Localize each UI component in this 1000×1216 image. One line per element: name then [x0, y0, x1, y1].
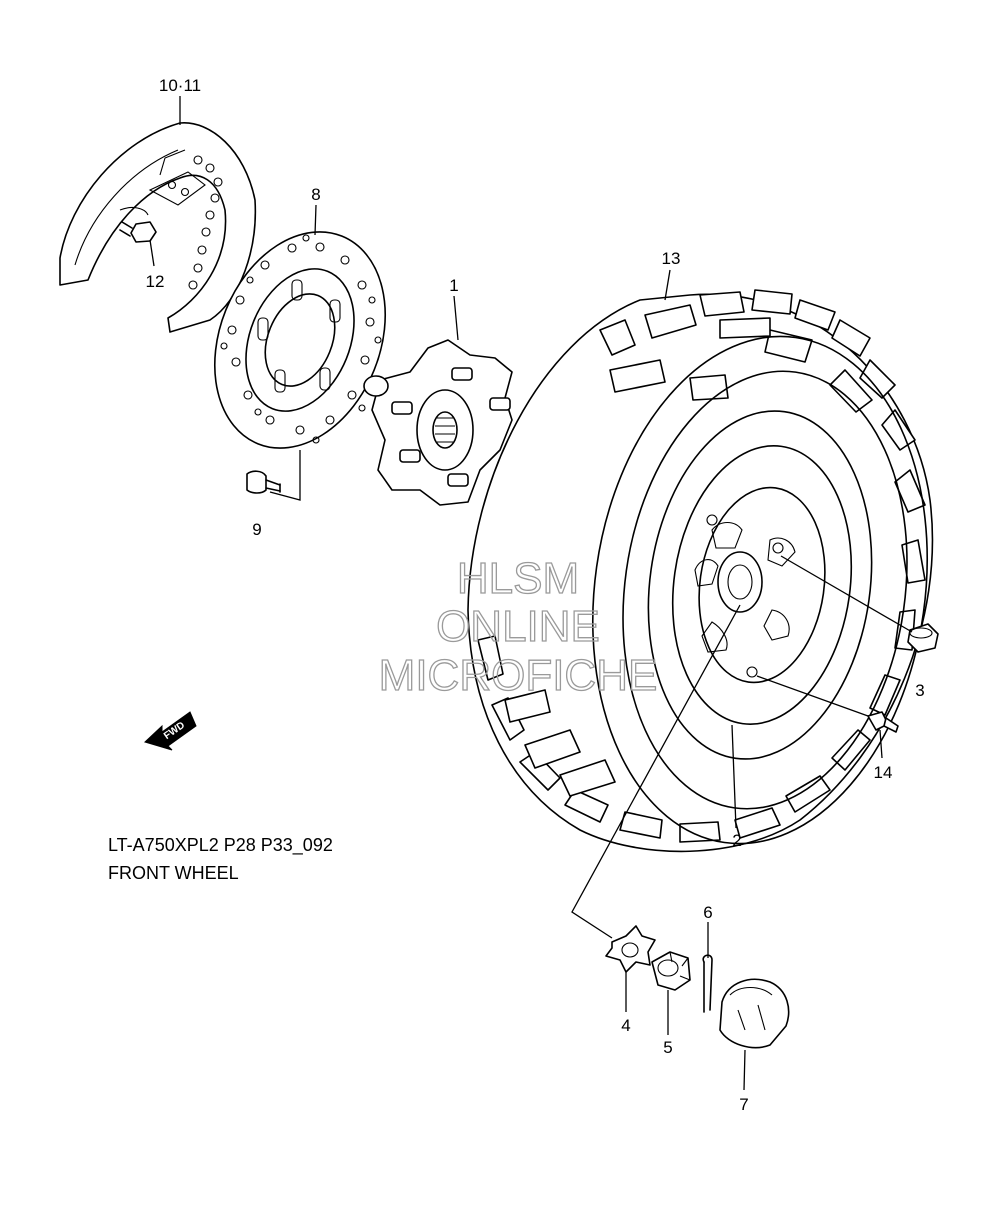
cotter-pin-6: [702, 954, 713, 1013]
callout-5: 5: [663, 1038, 672, 1057]
forward-arrow-icon: FWD: [144, 711, 197, 751]
bolt-9: [246, 470, 281, 494]
brake-disc-cover: [59, 122, 257, 333]
callout-12: 12: [146, 272, 165, 291]
callout-1: 1: [449, 276, 458, 295]
callouts: 10·11 12 8 9 1 13 3 14 2 6 4 5 7: [146, 76, 925, 1114]
callout-8: 8: [311, 185, 320, 204]
watermark-line2: ONLINE: [436, 602, 600, 651]
castle-nut-5: [651, 951, 691, 991]
callout-14: 14: [874, 763, 893, 782]
callout-4: 4: [621, 1016, 630, 1035]
wheel-hub: [363, 339, 513, 506]
watermark-line1: HLSM: [457, 554, 579, 603]
diagram-title: FRONT WHEEL: [108, 863, 239, 883]
hub-cap-7: [719, 978, 790, 1049]
callout-13: 13: [662, 249, 681, 268]
wheel-nut-3: [907, 623, 939, 653]
diagram-caption: LT-A750XPL2 P28 P33_092 FRONT WHEEL: [108, 835, 333, 883]
watermark: HLSM ONLINE MICROFICHE: [378, 553, 658, 700]
brake-disc: [213, 231, 387, 449]
model-code: LT-A750XPL2 P28 P33_092: [108, 835, 333, 856]
callout-9: 9: [252, 520, 261, 539]
callout-6: 6: [703, 903, 712, 922]
callout-10-11: 10·11: [159, 76, 201, 95]
air-valve-14: [867, 711, 899, 733]
callout-3: 3: [915, 681, 924, 700]
bolt-12: [119, 221, 157, 243]
wheel-rim: [647, 410, 873, 760]
callout-7: 7: [739, 1095, 748, 1114]
leader-lines: [149, 96, 913, 1091]
watermark-line3: MICROFICHE: [379, 651, 658, 700]
washer-4: [605, 925, 656, 973]
callout-2: 2: [732, 831, 741, 850]
